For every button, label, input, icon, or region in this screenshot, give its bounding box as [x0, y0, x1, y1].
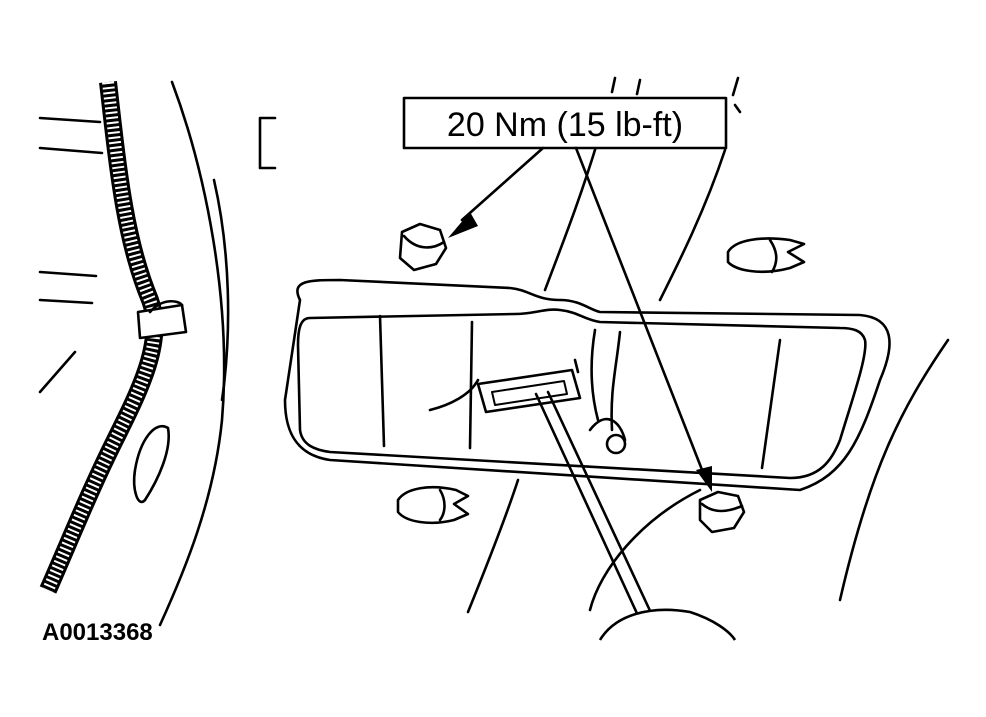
harness-clip [136, 303, 188, 340]
leader-line-upper [460, 146, 545, 222]
harness-grommet [132, 425, 170, 504]
mirror-nut-upper [398, 222, 448, 272]
removal-tool [534, 390, 737, 641]
leader-line-lower [574, 146, 708, 482]
mirror-mount-bracket [476, 358, 582, 414]
torque-label: 20 Nm (15 lb-ft) [447, 106, 683, 144]
arrow-head-lower [696, 466, 712, 492]
body-panel-contours [38, 76, 950, 627]
wiring-harness [39, 80, 188, 594]
torque-callout-box [402, 96, 728, 150]
arrow-head-upper [448, 212, 478, 238]
rear-view-mirror [283, 278, 891, 492]
torque-callout: 20 Nm (15 lb-ft) [402, 96, 728, 492]
trim-clip-upper [726, 237, 806, 274]
trim-clip-lower [396, 485, 470, 525]
mirror-nut-lower [698, 490, 746, 534]
mirror-mount-screw [605, 433, 627, 455]
figure-id: A0013368 [42, 619, 153, 646]
